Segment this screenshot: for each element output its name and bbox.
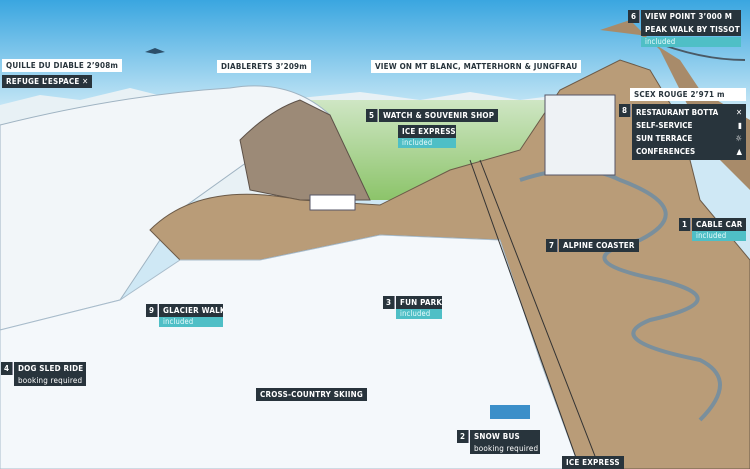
dog-sled-label[interactable]: DOG SLED RIDE xyxy=(14,362,86,375)
cable-car-label[interactable]: CABLE CAR xyxy=(692,218,746,231)
self-service-label: SELF-SERVICE xyxy=(636,121,693,130)
fork-knife-icon: ✕ xyxy=(82,77,89,86)
restaurant-botta-label: RESTAURANT BOTTA xyxy=(636,108,719,117)
fun-park-label[interactable]: FUN PARK xyxy=(396,296,442,309)
fun-park-included-badge: included xyxy=(396,309,442,319)
fun-park-number: 3 xyxy=(383,296,395,309)
alpine-coaster-label[interactable]: ALPINE COASTER xyxy=(559,239,639,252)
cable-car-number: 1 xyxy=(679,218,691,231)
snow-bus-label[interactable]: SNOW BUS xyxy=(470,430,540,443)
restaurant-botta-row: RESTAURANT BOTTA ✕ xyxy=(636,106,742,119)
cross-country-label[interactable]: CROSS-COUNTRY SKIING xyxy=(256,388,367,401)
glacier-walk-included-badge: included xyxy=(159,317,223,327)
snow-bus-number: 2 xyxy=(457,430,469,443)
restaurant-number: 8 xyxy=(619,104,631,117)
restaurant-info-box[interactable]: RESTAURANT BOTTA ✕ SELF-SERVICE ▮ SUN TERR… xyxy=(632,104,746,160)
glacier-walk-number: 9 xyxy=(146,304,158,317)
sun-terrace-label: SUN TERRACE xyxy=(636,134,693,143)
cable-car-included-badge: included xyxy=(692,231,746,241)
quille-du-diable-label: QUILLE DU DIABLE 2’908m xyxy=(2,59,123,72)
snow-bus-booking-note: booking required xyxy=(470,443,540,454)
watch-shop-label[interactable]: WATCH & SOUVENIR SHOP xyxy=(379,109,499,122)
fork-knife-icon: ✕ xyxy=(735,108,742,117)
dog-sled-booking-note: booking required xyxy=(14,375,86,386)
alpine-coaster-number: 7 xyxy=(546,239,558,252)
tray-icon: ▮ xyxy=(738,121,742,130)
dog-sled-number: 4 xyxy=(1,362,13,375)
conference-icon: ▲ xyxy=(736,147,742,156)
peak-walk-label[interactable]: PEAK WALK BY TISSOT xyxy=(641,23,741,36)
watch-shop-number: 5 xyxy=(366,109,378,122)
scex-rouge-label: SCEX ROUGE 2’971 m xyxy=(630,88,746,101)
ice-express-included-badge: included xyxy=(398,138,456,148)
conferences-row: CONFERENCES ▲ xyxy=(636,145,742,158)
deckchair-icon: ☼ xyxy=(735,134,742,143)
ice-express-bottom-label[interactable]: ICE EXPRESS xyxy=(562,456,624,469)
conferences-label: CONFERENCES xyxy=(636,147,696,156)
view-point-label[interactable]: VIEW POINT 3’000 M xyxy=(641,10,741,23)
glacier-walk-label[interactable]: GLACIER WALK xyxy=(159,304,226,317)
refuge-label[interactable]: REFUGE L’ESPACE ✕ xyxy=(2,75,93,88)
self-service-row: SELF-SERVICE ▮ xyxy=(636,119,742,132)
diablerets-label: DIABLERETS 3’209m xyxy=(217,60,311,73)
ice-express-top-label[interactable]: ICE EXPRESS xyxy=(398,125,456,138)
view-point-number: 6 xyxy=(628,10,640,23)
sun-terrace-row: SUN TERRACE ☼ xyxy=(636,132,742,145)
view-point-included-badge: included xyxy=(641,37,741,47)
view-on-label: VIEW ON MT BLANC, MATTERHORN & JUNGFRAU xyxy=(371,60,582,73)
refuge-title: REFUGE L’ESPACE xyxy=(6,77,80,86)
